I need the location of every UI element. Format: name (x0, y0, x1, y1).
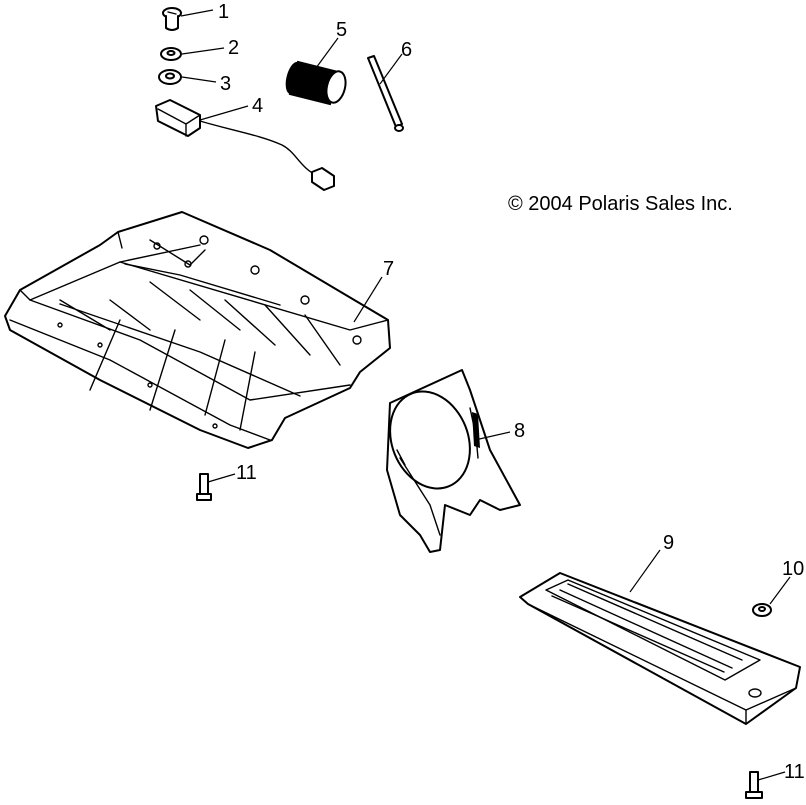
callout-8: 8 (514, 420, 525, 442)
floor-panel-icon (4, 211, 391, 449)
callout-7: 7 (383, 258, 394, 280)
callout-9: 9 (663, 532, 674, 554)
copyright-text: © 2004 Polaris Sales Inc. (508, 193, 733, 215)
bolt-icon (196, 473, 212, 501)
callout-4: 4 (252, 95, 263, 117)
bolt-icon (745, 771, 763, 799)
shroud-icon (386, 369, 521, 553)
sensor-with-wire-icon (155, 99, 335, 191)
callout-11: 11 (236, 462, 257, 484)
footrest-icon (519, 572, 801, 725)
callout-6: 6 (401, 39, 412, 61)
callout-1: 1 (218, 1, 229, 23)
callout-2: 2 (228, 37, 239, 59)
washer-icon (158, 69, 182, 85)
callout-11-b: 11 (784, 761, 805, 783)
leader-lines (180, 9, 791, 781)
screw-icon (162, 7, 182, 31)
callout-10: 10 (782, 558, 804, 580)
washer-icon (160, 47, 182, 61)
washer-icon (752, 603, 772, 617)
rod-icon (367, 55, 404, 132)
callout-5: 5 (336, 19, 347, 41)
grip-sleeve-icon (285, 60, 347, 106)
callout-3: 3 (220, 73, 231, 95)
